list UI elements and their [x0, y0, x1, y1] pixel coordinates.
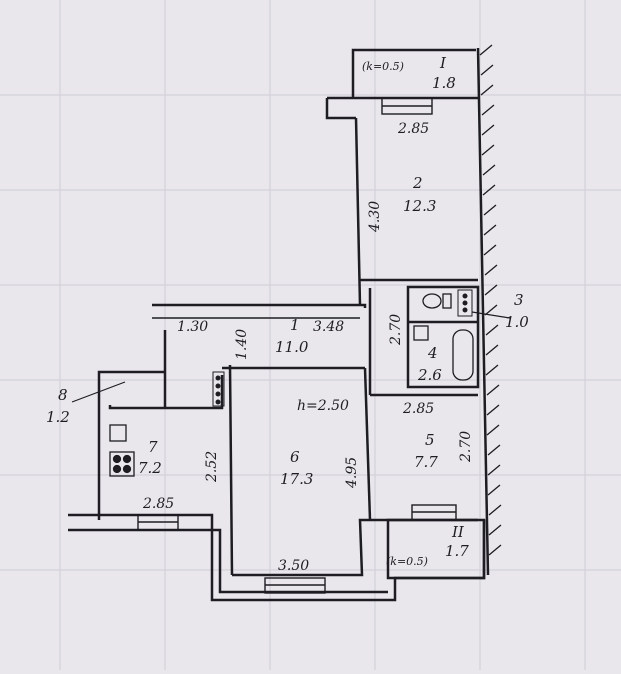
dim-kitchen-width: 2.85: [142, 496, 174, 512]
room-I-k: (k=0.5): [362, 60, 404, 73]
windows: [137, 97, 457, 594]
room-I-number: I: [439, 54, 447, 72]
dim-kitchen-length: 2.52: [204, 451, 220, 483]
room-4-number: 4: [427, 344, 438, 362]
dim-hall-3: 3.48: [313, 319, 344, 335]
room-8-area: 1.2: [46, 408, 70, 426]
room-5-number: 5: [425, 431, 435, 449]
dim-corridor-length: 2.70: [388, 314, 404, 346]
toilet-icon: [422, 293, 452, 309]
room-II-area: 1.7: [445, 542, 469, 560]
kitchen-sink-icon: [109, 424, 127, 442]
dim-room2-length: 4.30: [367, 201, 383, 233]
room-I-area: 1.8: [432, 74, 456, 92]
room-1-area: 11.0: [275, 338, 309, 356]
room-II-k: (k=0.5): [386, 555, 428, 568]
ventilation-icon: [212, 289, 473, 407]
dimension-labels: 2.85 4.30 2.70 1.30 1.40 3.48 2.85 2.70 …: [142, 121, 474, 574]
room-2-area: 12.3: [403, 197, 436, 215]
room-4-area: 2.6: [417, 366, 442, 384]
dim-hall-1: 1.30: [177, 319, 208, 335]
room-1-number: 1: [290, 316, 300, 334]
room-2-number: 2: [412, 174, 423, 192]
dim-room2-width: 2.85: [397, 121, 429, 137]
dim-room5-width: 2.85: [402, 401, 434, 417]
bathtub-icon: [413, 325, 474, 381]
room-7-number: 7: [148, 438, 158, 456]
dim-room6-length: 4.95: [344, 457, 360, 489]
room-8-number: 8: [58, 386, 68, 404]
dim-hall-2: 1.40: [234, 329, 250, 360]
room-6-number: 6: [290, 448, 300, 466]
room-3-area: 1.0: [505, 313, 529, 331]
room-5-area: 7.7: [414, 453, 438, 471]
room-6-height: h=2.50: [297, 398, 349, 414]
room-labels: (k=0.5) I 1.8 2 12.3 3 1.0 4 2.6 1 11.0 …: [46, 54, 529, 568]
room-3-number: 3: [514, 291, 524, 309]
dim-room5-length: 2.70: [458, 431, 474, 463]
room-6-area: 17.3: [280, 470, 313, 488]
kitchen-stove-icon: [109, 451, 135, 477]
dim-room6-width: 3.50: [278, 558, 309, 574]
room-7-area: 7.2: [138, 459, 162, 477]
room-II-number: II: [451, 523, 465, 541]
outer-wall: [476, 44, 502, 576]
